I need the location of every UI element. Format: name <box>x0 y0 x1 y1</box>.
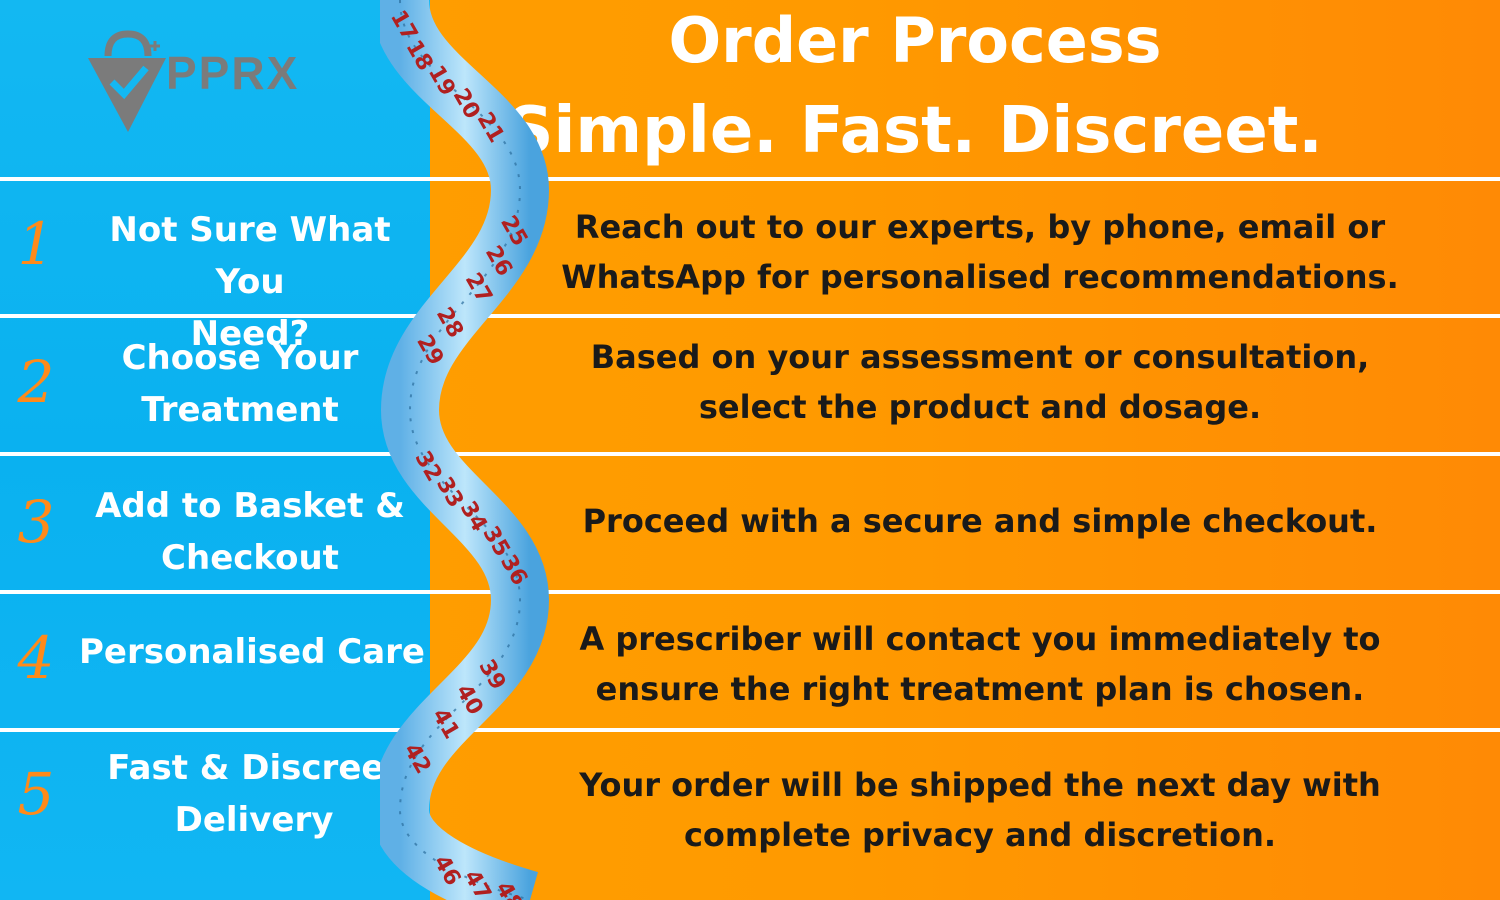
step-description: Based on your assessment or consultation… <box>540 332 1420 432</box>
step-title: Fast & Discreet Delivery <box>74 742 434 846</box>
step-title-line: Add to Basket & <box>95 486 405 526</box>
shopping-bag-check-icon <box>88 30 166 132</box>
page-subtitle: Simple. Fast. Discreet. <box>507 94 1323 168</box>
step-title-line: Choose Your <box>121 338 359 378</box>
step-description-line: Your order will be shipped the next day … <box>579 766 1381 804</box>
step-description-line: Reach out to our experts, by phone, emai… <box>574 208 1386 246</box>
step-description-line: Proceed with a secure and simple checkou… <box>582 502 1378 540</box>
step-number: 4 <box>17 624 55 692</box>
row-divider <box>0 590 1500 594</box>
step-title-line: Checkout <box>161 538 339 578</box>
row-divider <box>0 177 1500 181</box>
step-title-line: Fast & Discreet <box>107 748 401 788</box>
row-divider <box>0 452 1500 456</box>
step-title-line: Delivery <box>174 800 334 840</box>
left-panel <box>0 0 430 900</box>
step-title: Choose Your Treatment <box>60 332 420 436</box>
step-title-line: Personalised Care <box>79 632 425 672</box>
brand-logo: PPRX <box>86 30 326 140</box>
row-divider <box>0 728 1500 732</box>
step-description-line: WhatsApp for personalised recommendation… <box>561 258 1399 296</box>
step-title-line: Not Sure What You <box>109 210 391 302</box>
row-divider <box>0 314 1500 318</box>
brand-name: PPRX <box>166 47 300 99</box>
step-number: 1 <box>17 210 55 278</box>
page-title: Order Process <box>668 4 1162 77</box>
step-description-line: ensure the right treatment plan is chose… <box>595 670 1365 708</box>
step-description: A prescriber will contact you immediatel… <box>540 614 1420 714</box>
step-title: Personalised Care <box>72 626 432 678</box>
step-number: 5 <box>17 760 55 828</box>
step-description-line: complete privacy and discretion. <box>683 816 1277 854</box>
step-description: Reach out to our experts, by phone, emai… <box>540 202 1420 302</box>
step-description-line: select the product and dosage. <box>698 388 1262 426</box>
step-title-line: Need? <box>190 314 310 354</box>
step-title: Add to Basket & Checkout <box>70 480 430 584</box>
measuring-tape-icon: 1718192021252627282932333435363940414246… <box>380 0 550 900</box>
step-title-line: Treatment <box>141 390 339 430</box>
step-description-line: Based on your assessment or consultation… <box>590 338 1370 376</box>
step-number: 2 <box>17 348 55 416</box>
step-title: Not Sure What You Need? <box>70 204 430 360</box>
step-description-line: A prescriber will contact you immediatel… <box>579 620 1381 658</box>
step-description: Your order will be shipped the next day … <box>540 760 1420 860</box>
step-number: 3 <box>17 488 55 556</box>
step-description: Proceed with a secure and simple checkou… <box>540 496 1420 546</box>
